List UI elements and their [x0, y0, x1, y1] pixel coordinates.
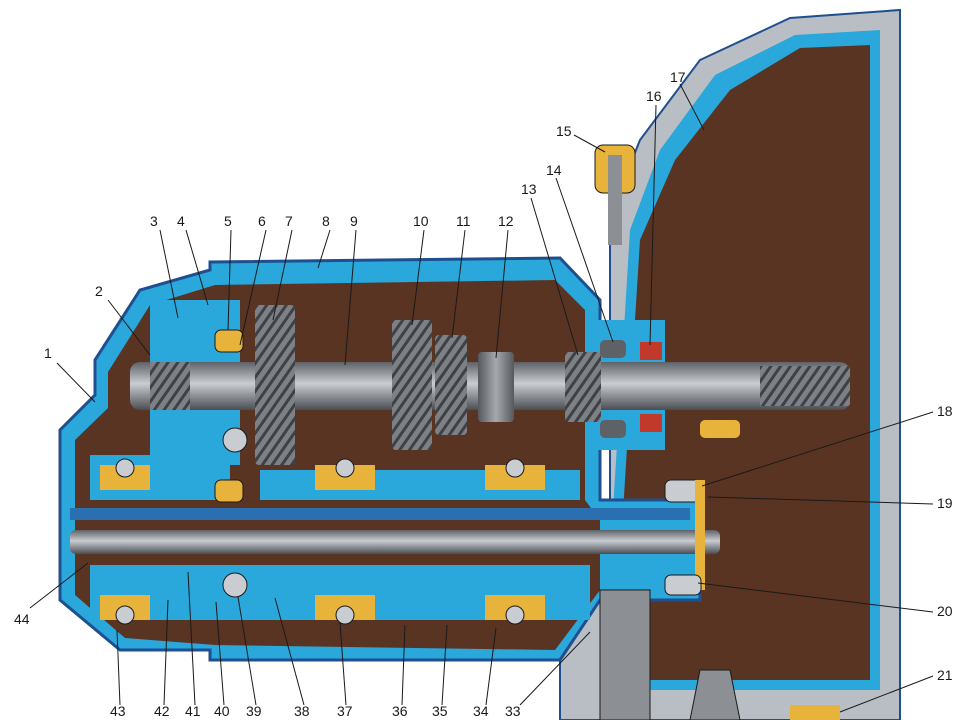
- callout-15: 15: [556, 123, 572, 139]
- bearing-output: [700, 420, 740, 438]
- callout-40: 40: [214, 703, 230, 719]
- callout-37: 37: [337, 703, 353, 719]
- bearing-5: [214, 329, 244, 353]
- callout-14: 14: [546, 162, 562, 178]
- callout-1: 1: [44, 345, 52, 361]
- callout-11: 11: [456, 213, 471, 229]
- callout-9: 9: [350, 213, 358, 229]
- bearing-ball-39: [222, 572, 248, 598]
- shift-fork-upper-1: [100, 458, 150, 490]
- callout-35: 35: [432, 703, 448, 719]
- shift-fork-lower-2: [315, 595, 375, 625]
- seal-16-top: [640, 342, 662, 360]
- gear-11: [435, 335, 467, 435]
- callout-39: 39: [246, 703, 262, 719]
- callout-17: 17: [670, 69, 686, 85]
- gear-10: [392, 320, 432, 450]
- callout-20: 20: [937, 603, 953, 619]
- component-21: [790, 705, 840, 720]
- bushing-20: [664, 574, 702, 596]
- bearing-45: [214, 479, 244, 503]
- shaft-rod-upper: [70, 508, 690, 520]
- shaft-spline-end: [760, 366, 850, 406]
- callout-36: 36: [392, 703, 408, 719]
- shift-fork-upper-2: [315, 458, 375, 490]
- callout-16: 16: [646, 88, 662, 104]
- leader-lines: [29, 83, 934, 713]
- callout-38: 38: [294, 703, 310, 719]
- callout-19: 19: [937, 495, 953, 511]
- callout-2: 2: [95, 283, 103, 299]
- callout-44: 44: [14, 611, 30, 627]
- shift-fork-upper-3: [485, 458, 545, 490]
- shift-fork-lower-3: [485, 595, 545, 625]
- callout-18: 18: [937, 403, 953, 419]
- callout-6: 6: [258, 213, 266, 229]
- seal-16-bottom: [640, 414, 662, 432]
- callout-7: 7: [285, 213, 293, 229]
- callout-41: 41: [185, 703, 201, 719]
- callout-labels: 1 2 3 4 5 6 7 8 9 10 11 12 13 14 15 16 1…: [14, 69, 953, 719]
- callout-34: 34: [473, 703, 489, 719]
- callout-4: 4: [177, 213, 185, 229]
- breather-tube: [608, 155, 622, 245]
- bearing-ball-40: [222, 427, 248, 453]
- callout-8: 8: [322, 213, 330, 229]
- shift-rod-33: [599, 589, 651, 720]
- bearing-14-bottom: [600, 420, 626, 438]
- callout-43: 43: [110, 703, 126, 719]
- plate-19: [695, 480, 705, 590]
- shift-fork-lower-1: [100, 595, 150, 625]
- bearing-14-top: [600, 340, 626, 358]
- callout-5: 5: [224, 213, 232, 229]
- callout-12: 12: [498, 213, 514, 229]
- secondary-shaft: [70, 530, 720, 554]
- differential-gear: [689, 669, 741, 720]
- callout-10: 10: [413, 213, 429, 229]
- callout-42: 42: [154, 703, 170, 719]
- callout-13: 13: [521, 181, 537, 197]
- gear-7: [255, 305, 295, 465]
- callout-33: 33: [505, 703, 521, 719]
- gear-13: [565, 352, 601, 422]
- input-spline: [150, 362, 190, 410]
- callout-3: 3: [150, 213, 158, 229]
- callout-21: 21: [937, 667, 953, 683]
- gear-12: [478, 352, 514, 422]
